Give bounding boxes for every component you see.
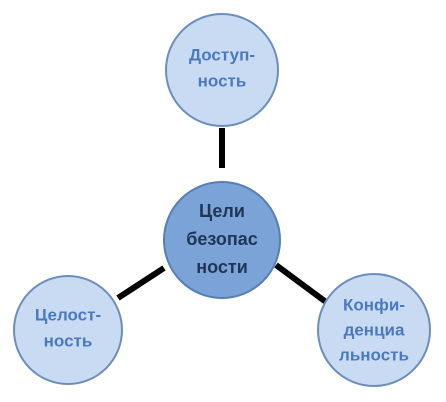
node-confidentiality: Конфи- денциа льность xyxy=(317,273,431,387)
node-confidentiality-label-line-1: Конфи- xyxy=(343,295,405,314)
node-security-goals-label-line-2: безопас xyxy=(186,229,258,249)
node-security-goals-label-line-1: Цели xyxy=(199,201,245,221)
node-confidentiality-label-line-2: денциа xyxy=(344,320,405,339)
node-security-goals-label-line-3: ности xyxy=(196,257,248,277)
node-confidentiality-circle xyxy=(317,273,431,387)
node-integrity-label-line-1: Целост- xyxy=(35,305,101,324)
node-security-goals-circle xyxy=(163,181,281,299)
node-security-goals: Цели безопас ности xyxy=(163,181,281,299)
node-confidentiality-label-line-3: льность xyxy=(339,345,409,364)
node-availability: Доступ- ность xyxy=(165,13,279,127)
node-availability-circle xyxy=(165,13,279,127)
node-availability-label-line-2: ность xyxy=(198,71,247,90)
node-integrity-circle xyxy=(13,275,123,385)
node-integrity: Целост- ность xyxy=(13,275,123,385)
connector-right xyxy=(274,262,332,308)
node-availability-label-line-1: Доступ- xyxy=(189,45,255,64)
connector-left xyxy=(116,265,166,301)
node-integrity-label-line-2: ность xyxy=(44,331,93,350)
